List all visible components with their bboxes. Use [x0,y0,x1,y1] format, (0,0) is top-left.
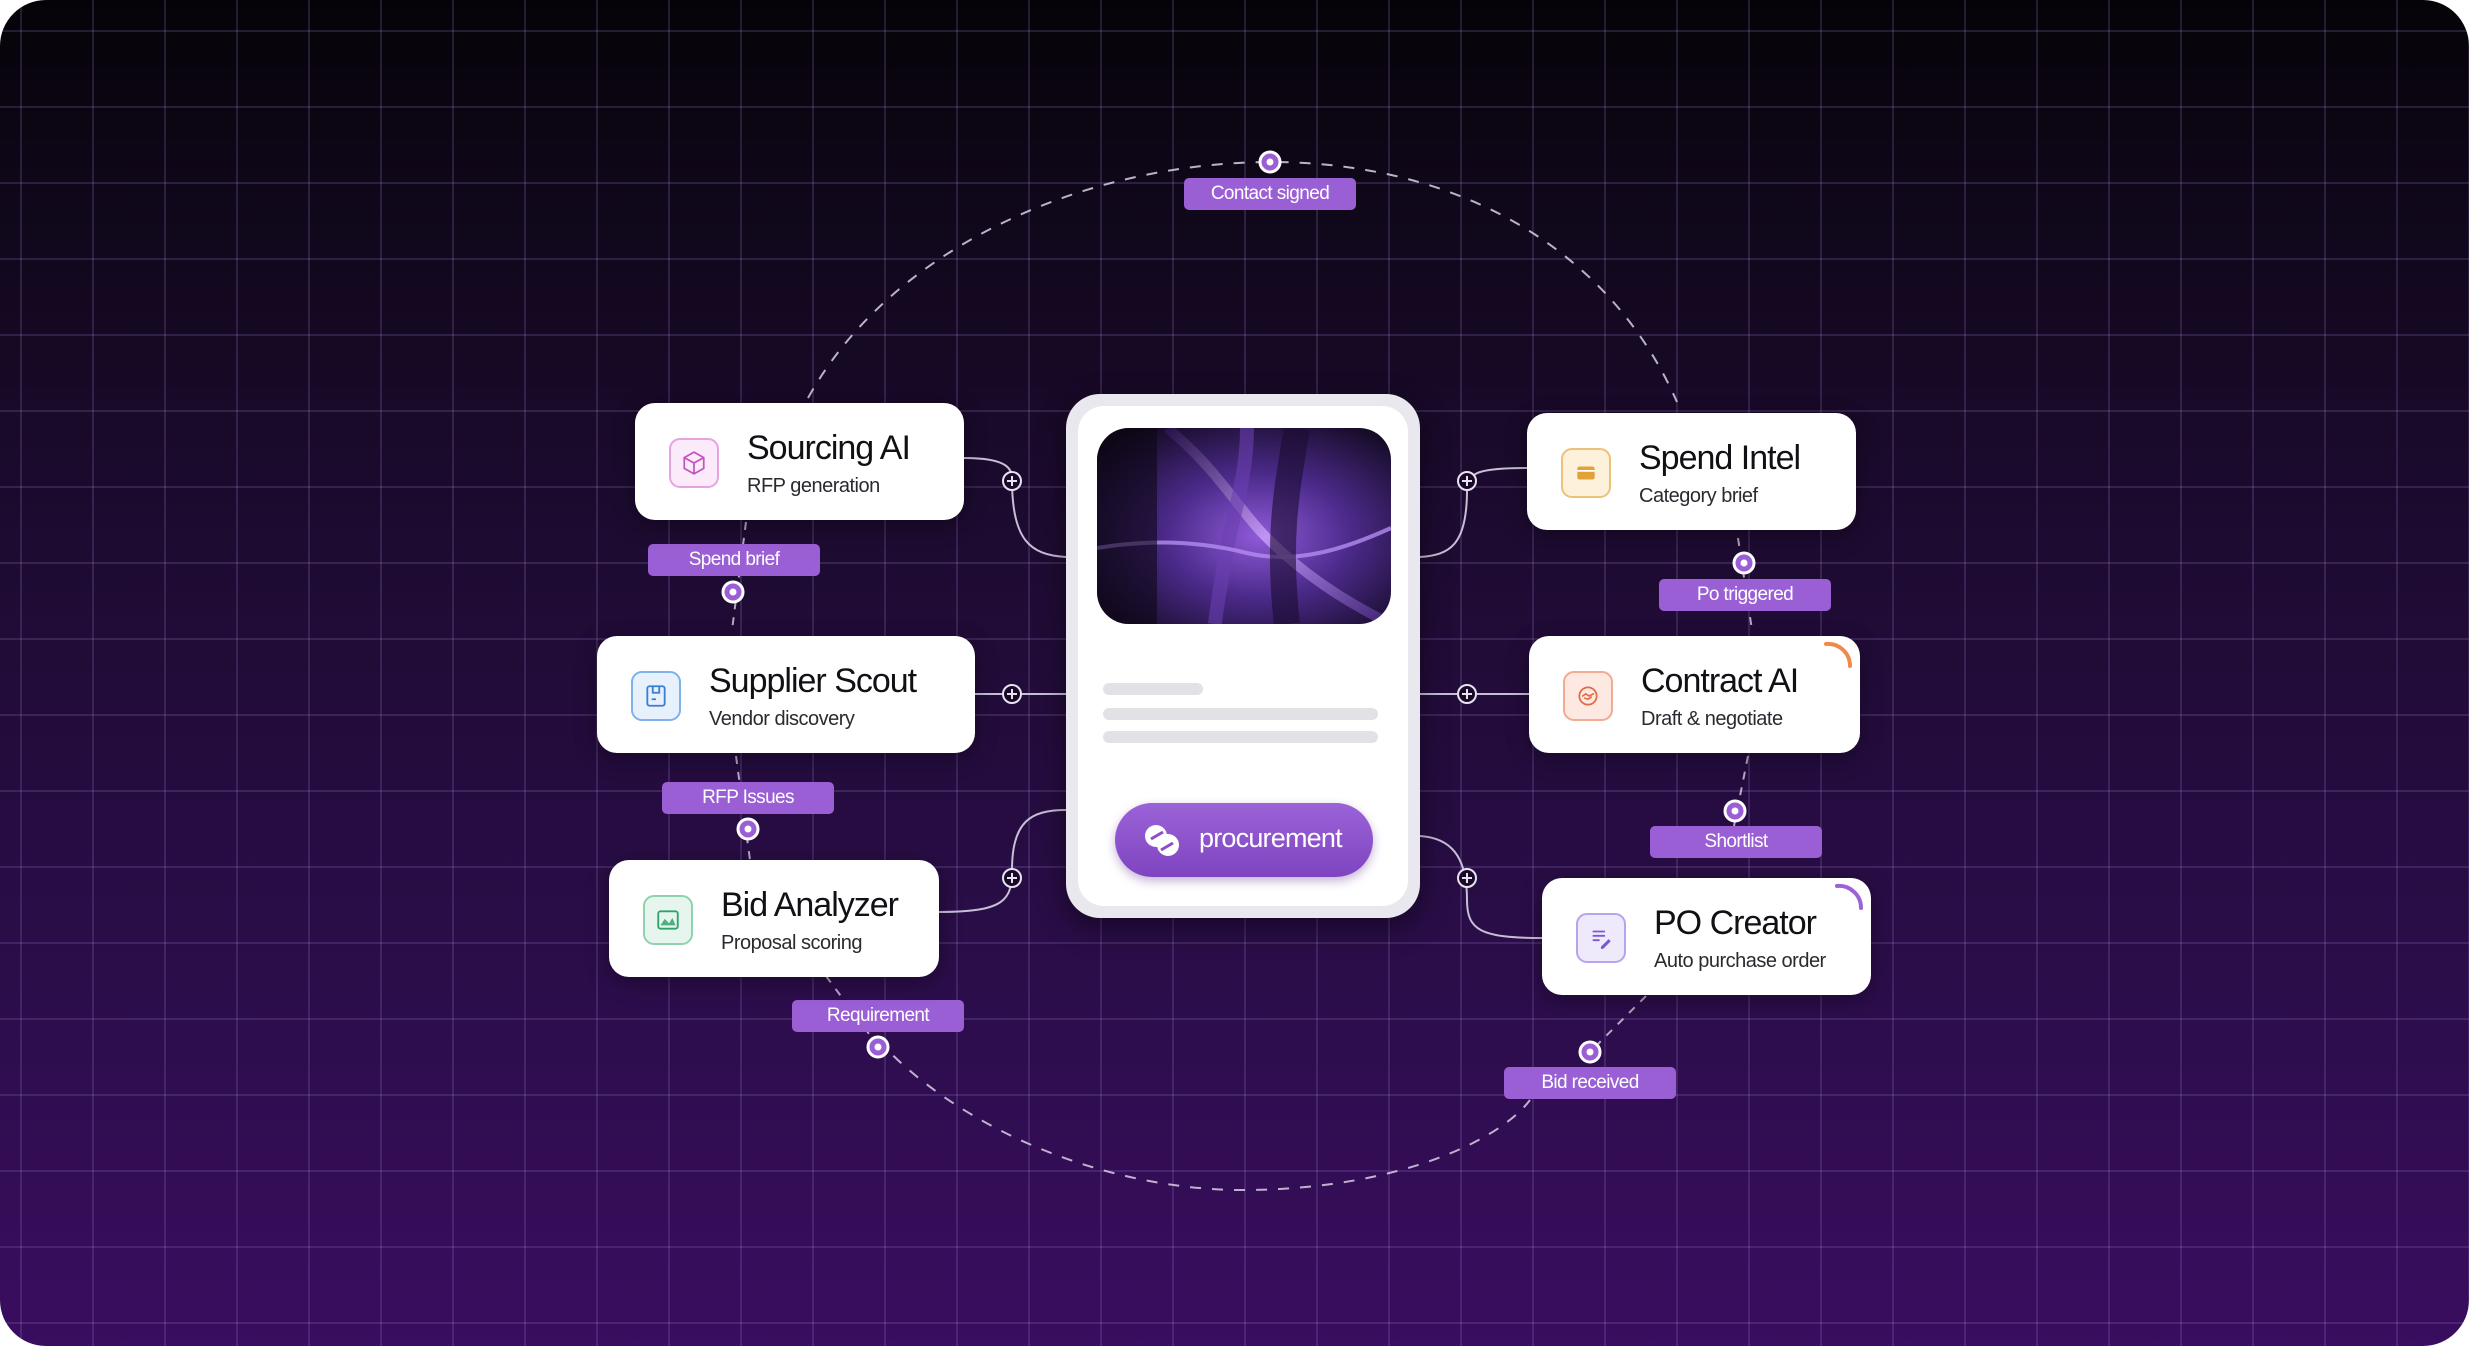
agent-title: Contract AI [1641,662,1799,700]
card-icon [1561,448,1611,498]
agent-card-supplier-scout[interactable]: Supplier Scout Vendor discovery [597,636,975,753]
agent-card-sourcing-ai[interactable]: Sourcing AI RFP generation [635,403,964,520]
link-dashed [1591,995,1647,1051]
label-rfp-issues: RFP Issues [662,782,834,814]
plus-connector-icon [1002,684,1022,704]
connector [938,809,1067,913]
progress-arc-icon [1835,883,1864,910]
plus-connector-icon [1457,684,1477,704]
label-bid-received: Bid received [1504,1067,1676,1099]
agent-title: Sourcing AI [747,429,911,467]
hero-image [1097,428,1391,624]
center-card: procurement [1066,394,1420,918]
agent-subtitle: Proposal scoring [721,932,862,954]
skeleton-line [1103,731,1378,743]
procurement-button-label: procurement [1199,823,1343,853]
handshake-icon [1563,671,1613,721]
agent-subtitle: Auto purchase order [1654,950,1826,972]
list-pen-icon [1576,913,1626,963]
image-chart-icon [643,895,693,945]
skeleton-line [1103,683,1203,695]
agent-subtitle: Category brief [1639,485,1758,507]
label-contact-signed: Contact signed [1184,178,1356,210]
agent-subtitle: RFP generation [747,475,880,497]
cube-icon [669,438,719,488]
orbit-dashed-arc [877,1039,1531,1192]
label-spend-brief: Spend brief [648,544,820,576]
procurement-button[interactable]: procurement [1115,803,1373,877]
skeleton-line [1103,708,1378,720]
link-dashed [731,521,747,631]
plus-connector-icon [1457,471,1477,491]
connector [1419,835,1543,939]
agent-subtitle: Draft & negotiate [1641,708,1783,730]
plus-connector-icon [1457,868,1477,888]
agent-title: Bid Analyzer [721,886,899,924]
orbit-dashed-arc [807,160,1678,403]
plus-connector-icon [1002,868,1022,888]
agent-card-bid-analyzer[interactable]: Bid Analyzer Proposal scoring [609,860,939,977]
storefront-icon [631,671,681,721]
agent-title: Spend Intel [1639,439,1801,477]
agent-card-po-creator[interactable]: PO Creator Auto purchase order [1542,878,1871,995]
agent-card-contract-ai[interactable]: Contract AI Draft & negotiate [1529,636,1860,753]
agent-subtitle: Vendor discovery [709,708,855,730]
progress-arc-icon [1824,641,1853,668]
label-shortlist: Shortlist [1650,826,1822,858]
label-po-triggered: Po triggered [1659,579,1831,611]
agent-title: Supplier Scout [709,662,917,700]
agent-title: PO Creator [1654,904,1817,942]
agent-card-spend-intel[interactable]: Spend Intel Category brief [1527,413,1856,530]
label-requirement: Requirement [792,1000,964,1032]
plus-connector-icon [1002,471,1022,491]
center-card-inner: procurement [1078,406,1408,906]
procurement-logo-icon [1145,825,1179,856]
link-dashed [1733,755,1749,827]
